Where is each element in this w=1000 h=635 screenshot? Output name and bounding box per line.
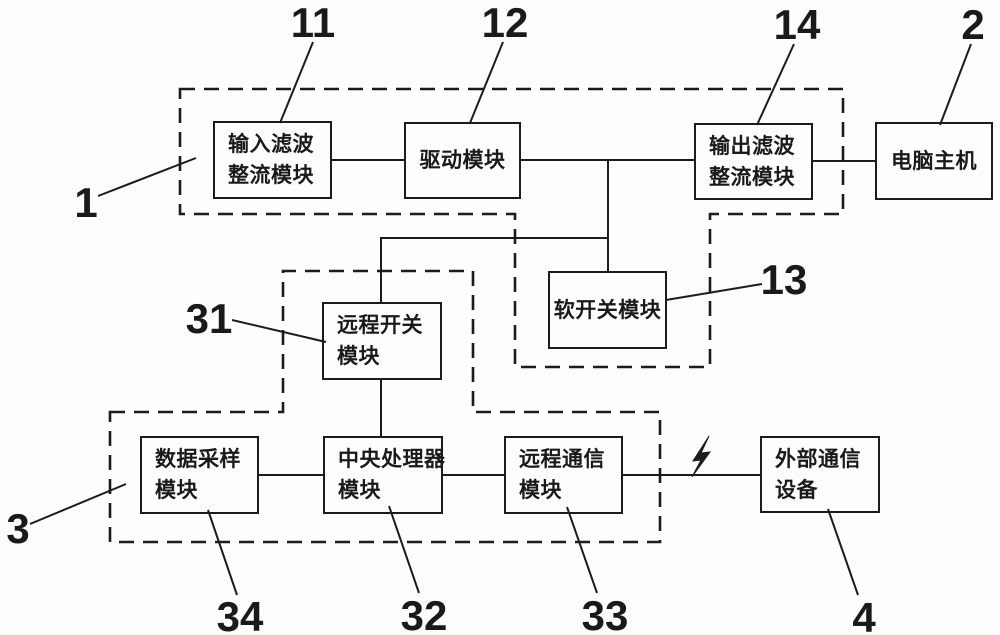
leader-line-4 xyxy=(827,508,859,596)
leader-line-32 xyxy=(388,505,420,594)
block-label-line: 输入滤波 xyxy=(228,133,314,156)
block-label-line: 模块 xyxy=(337,345,380,368)
ref-label-1: 1 xyxy=(74,179,98,226)
ref-label-34: 34 xyxy=(216,593,264,635)
block-label-line: 软开关模块 xyxy=(553,298,662,322)
block-label-line: 远程通信 xyxy=(519,448,605,471)
ref-label-3: 3 xyxy=(6,505,30,552)
ref-label-32: 32 xyxy=(400,592,448,635)
block-label-line: 设备 xyxy=(775,478,818,502)
block-cpu-module: 中央处理器 模块 xyxy=(323,436,446,514)
block-output-filter-rectifier: 输出滤波 整流模块 xyxy=(694,123,813,200)
block-remote-switch-module: 远程开关 模块 xyxy=(322,302,442,380)
block-label-line: 外部通信 xyxy=(775,447,861,471)
block-drive-module: 驱动模块 xyxy=(404,122,521,199)
block-data-sampling-module: 数据采样 模块 xyxy=(140,436,259,514)
ref-label-13: 13 xyxy=(760,256,808,303)
ref-label-11: 11 xyxy=(290,0,336,46)
block-input-filter-rectifier: 输入滤波 整流模块 xyxy=(213,121,332,199)
block-label-line: 驱动模块 xyxy=(419,149,506,172)
leader-line-31 xyxy=(231,319,327,343)
block-soft-switch-module: 软开关模块 xyxy=(548,271,667,349)
leader-line-34 xyxy=(207,509,238,596)
block-label-line: 模块 xyxy=(155,479,198,502)
leader-line-33 xyxy=(566,506,598,594)
leader-line-1 xyxy=(97,157,197,197)
ref-label-33: 33 xyxy=(581,592,629,635)
block-label-line: 模块 xyxy=(519,479,562,502)
block-label-line: 电脑主机 xyxy=(891,149,977,173)
block-external-comm-device: 外部通信 设备 xyxy=(760,436,880,513)
ref-label-31: 31 xyxy=(185,295,233,342)
block-label-line: 输出滤波 xyxy=(709,134,795,158)
block-label-line: 整流模块 xyxy=(709,165,795,189)
block-label-line: 数据采样 xyxy=(155,448,241,471)
lightning-bolt-icon xyxy=(691,435,712,478)
block-label-line: 远程开关 xyxy=(337,314,423,337)
leader-line-12 xyxy=(469,41,504,124)
ref-label-12: 12 xyxy=(481,0,529,46)
leader-line-2 xyxy=(939,43,972,126)
leader-line-13 xyxy=(665,283,763,301)
block-label-line: 模块 xyxy=(338,479,381,502)
leader-line-3 xyxy=(29,483,127,525)
leader-line-14 xyxy=(756,43,795,126)
block-remote-comm-module: 远程通信 模块 xyxy=(504,436,623,514)
ref-label-4: 4 xyxy=(852,594,876,635)
block-label-line: 中央处理器 xyxy=(338,448,446,471)
ref-label-14: 14 xyxy=(773,1,821,48)
block-label-line: 整流模块 xyxy=(228,164,314,187)
block-computer-host: 电脑主机 xyxy=(875,122,993,200)
leader-line-11 xyxy=(279,41,314,124)
ref-label-2: 2 xyxy=(961,1,985,48)
